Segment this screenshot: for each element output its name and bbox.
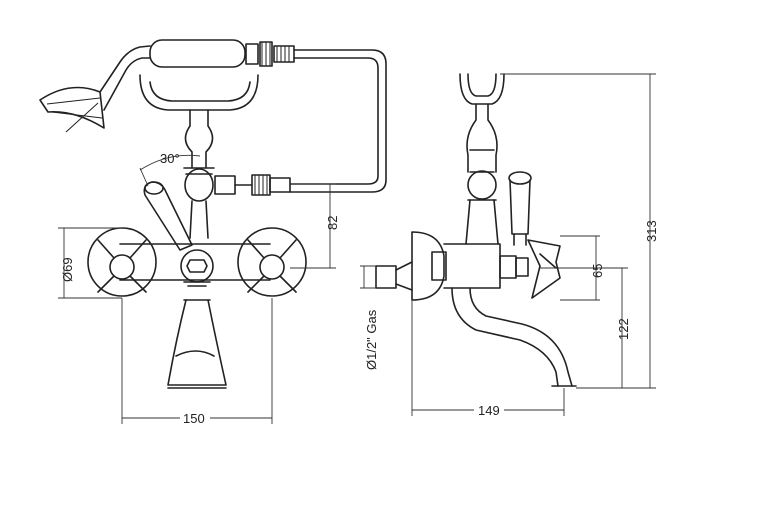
side-cross-handle [527,239,561,299]
side-spout [451,287,573,387]
shower-handle [149,39,295,68]
angle-dimension: 30° [139,151,201,187]
inlet-thread-dimension: Ø1/2" Gas [360,265,379,370]
side-cradle [459,73,505,105]
inlet-pipe [375,261,413,291]
projection-label: 149 [478,403,500,418]
side-column [465,103,499,245]
side-view: Ø1/2" Gas 65 122 313 149 [360,73,659,418]
diverter-lever [143,181,193,251]
centers-width-label: 150 [183,411,205,426]
front-view: 30° 82 Ø69 150 [39,39,387,426]
front-spout [167,281,227,389]
handle-drop-dimension: 82 [290,183,340,269]
flange-diameter-dimension: Ø69 [58,227,122,299]
central-column [183,109,215,239]
total-height-dimension: 313 [500,73,659,389]
handle-drop-label: 82 [325,216,340,230]
side-valve-body [431,243,529,289]
centers-width-dimension: 150 [121,298,273,426]
inlet-thread-label: Ø1/2" Gas [364,309,379,370]
angle-label: 30° [160,151,180,166]
shower-head [39,45,151,133]
lever-height-dimension: 65 [560,235,605,301]
shower-hose [289,49,387,193]
total-height-label: 313 [644,220,659,242]
spout-height-dimension: 122 [540,267,631,389]
side-lever [508,171,532,246]
lever-height-label: 65 [590,264,605,278]
projection-dimension: 149 [411,300,565,418]
hose-connector [214,174,291,196]
wall-flange [411,231,445,301]
spout-height-label: 122 [616,318,631,340]
flange-diameter-label: Ø69 [60,257,75,282]
handset-cradle [139,74,259,111]
